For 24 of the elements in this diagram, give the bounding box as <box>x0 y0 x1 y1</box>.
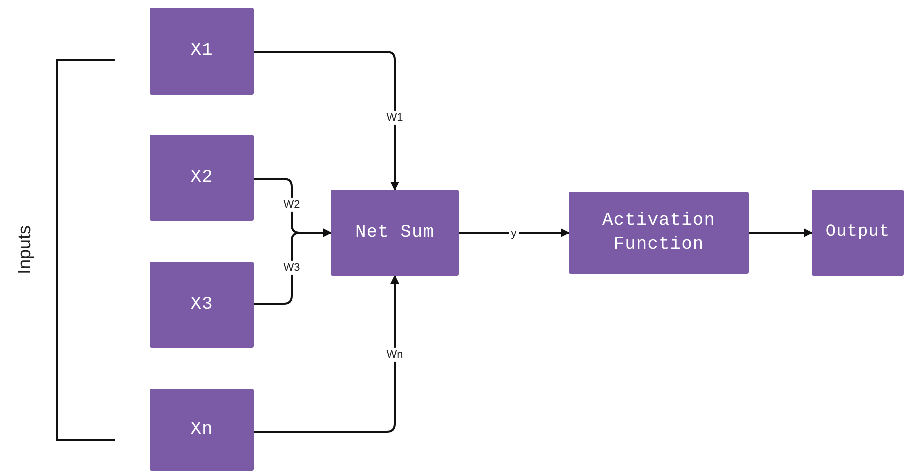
arrow <box>254 228 332 305</box>
node-label: Xn <box>190 418 214 442</box>
edge-label: W2 <box>282 198 302 212</box>
node-label: X3 <box>190 294 214 317</box>
arrow <box>254 51 400 191</box>
process-box <box>331 190 459 276</box>
arrow <box>749 228 813 238</box>
process-box <box>150 135 254 221</box>
arrow <box>459 228 570 238</box>
node-label: Net Sum <box>355 222 435 245</box>
node-label: Output <box>826 222 890 244</box>
node-label: Activation Function <box>601 210 717 257</box>
node-label: X2 <box>190 166 214 190</box>
arrow <box>254 275 400 433</box>
group-label: Inputs <box>14 225 36 275</box>
process-box <box>150 8 254 95</box>
edge-label: W1 <box>384 110 406 126</box>
process-box <box>150 389 254 471</box>
edge-label: W3 <box>282 260 302 276</box>
edge-label: Wn <box>384 348 406 362</box>
process-box <box>569 192 749 274</box>
process-box <box>812 190 904 276</box>
node-label: X1 <box>190 40 214 64</box>
process-box <box>150 262 254 348</box>
